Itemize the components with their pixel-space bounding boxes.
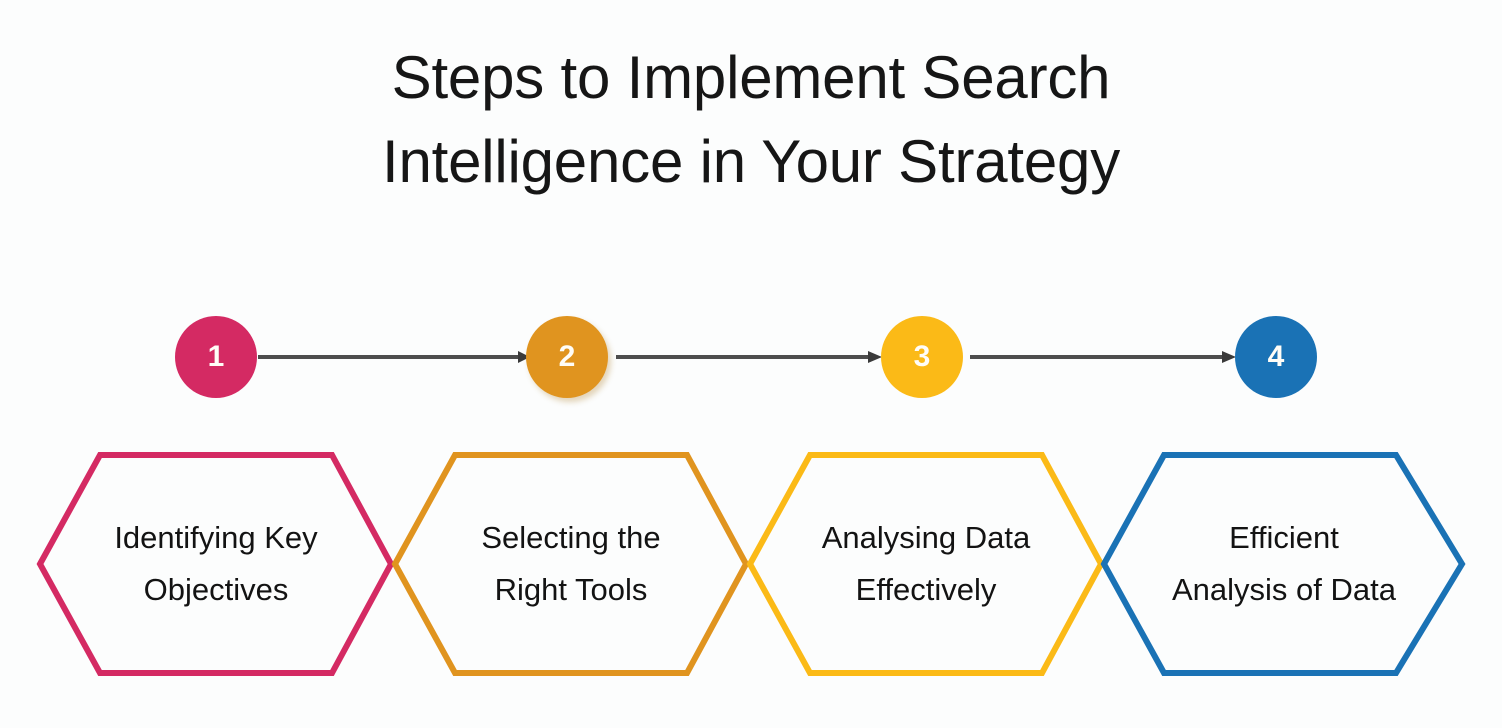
- step-circle-1[interactable]: 1: [175, 316, 257, 398]
- page-title-line-1: Steps to Implement Search: [391, 44, 1111, 111]
- step-number-4: 4: [1267, 340, 1285, 373]
- step-circle-4[interactable]: 4: [1235, 316, 1317, 398]
- step-number-1: 1: [207, 340, 225, 373]
- step-number-3: 3: [913, 340, 931, 373]
- hexagon-shape-1[interactable]: [36, 452, 395, 676]
- step-number-2: 2: [558, 340, 576, 373]
- hexagon-card-1[interactable]: [40, 455, 391, 673]
- step-circle-3[interactable]: 3: [881, 316, 963, 398]
- hexagon-card-4[interactable]: [1104, 455, 1462, 673]
- hexagon-card-3[interactable]: [750, 455, 1101, 673]
- page-title-line-2: Intelligence in Your Strategy: [381, 128, 1121, 195]
- step-circle-2[interactable]: 2: [526, 316, 608, 398]
- hexagon-card-2[interactable]: [395, 455, 746, 673]
- hexagon-shape-4[interactable]: [1100, 452, 1466, 676]
- hexagon-shape-2[interactable]: [391, 452, 750, 676]
- page-title: Steps to Implement Search Intelligence i…: [0, 36, 1502, 204]
